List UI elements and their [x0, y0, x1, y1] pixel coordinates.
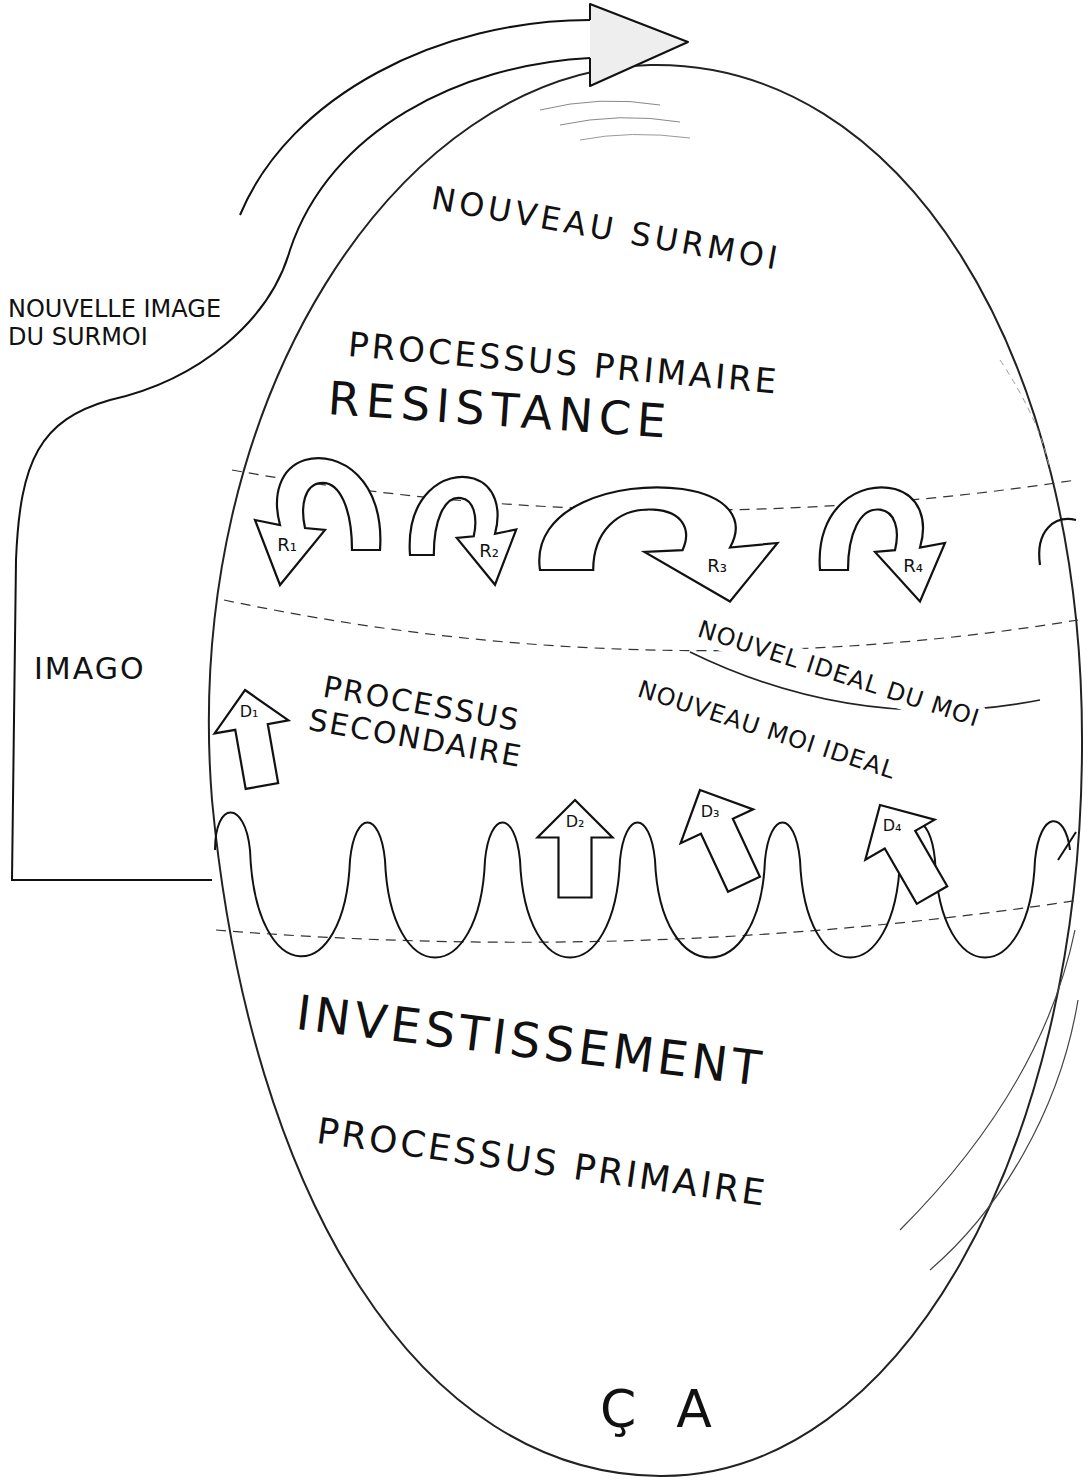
process-label: PROCESSUS SECONDAIRE: [303, 668, 534, 775]
contour-line: [900, 930, 1075, 1230]
drive-arrow: [208, 683, 299, 792]
resistance-arrow: [410, 477, 517, 585]
process-label: PROCESSUS PRIMAIRE: [314, 1110, 770, 1214]
imago-caption: NOUVELLE IMAGE DU SURMOI: [8, 296, 258, 351]
drive-arrow: [664, 773, 780, 901]
dashed-band-line: [216, 900, 1080, 942]
contour-line: [930, 1000, 1078, 1270]
arrow-number: R₂: [479, 541, 499, 562]
drive-arrow: [845, 785, 966, 915]
hatching: [580, 134, 690, 140]
drive-arrow: [1058, 832, 1076, 860]
imago-label: IMAGO: [34, 652, 146, 687]
arrowhead: [590, 4, 688, 86]
resistance-arrow: [539, 487, 777, 601]
resistance-arrow: [820, 487, 945, 601]
arrow-number: R₄: [903, 556, 923, 577]
imago-arrow-line: [240, 20, 590, 215]
arrow-number: D₃: [701, 803, 720, 821]
resistance-arrow: [255, 458, 380, 585]
arrow-number: D₄: [883, 817, 902, 835]
arrow-number: D₁: [240, 703, 259, 721]
arrow-number: D₂: [566, 813, 585, 831]
id-label: ÇA: [600, 1380, 752, 1440]
arrow-number: R₁: [277, 535, 297, 556]
hatching: [1000, 360, 1050, 470]
psyche-outline: [209, 65, 1082, 1476]
arrow-number: R₃: [707, 556, 727, 577]
hatching: [540, 101, 660, 110]
investment-label: INVESTISSEMENT: [293, 985, 768, 1097]
imago-arrow-line: [12, 58, 590, 880]
dashed-band-line: [224, 600, 1078, 651]
drive-arrow: [538, 800, 613, 898]
hatching: [560, 118, 680, 125]
superego-label: NOUVEAU SURMOI: [429, 180, 784, 278]
resistance-arrow: [1039, 519, 1076, 565]
